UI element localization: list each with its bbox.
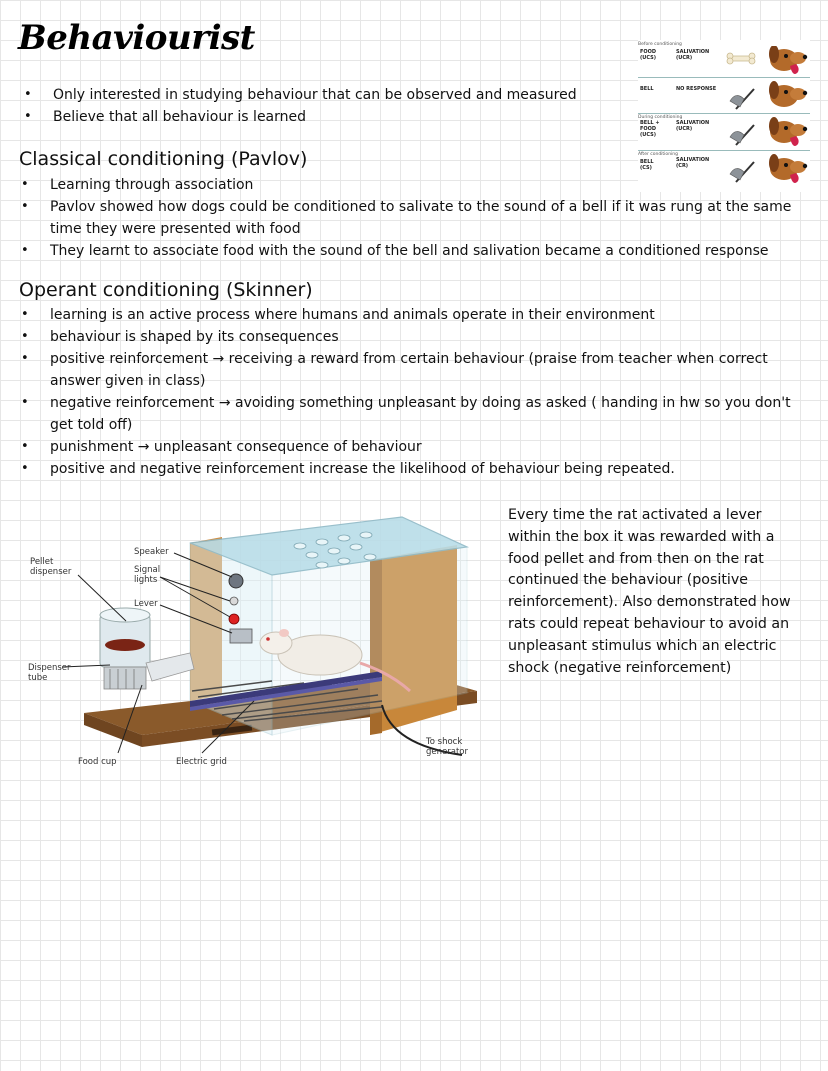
response-label: SALIVATION (UCR) xyxy=(676,49,710,61)
pavlov-row: During conditioning BELL + FOOD (UCS) SA… xyxy=(638,115,810,151)
list-item: learning is an active process where huma… xyxy=(21,304,815,326)
label-lever: Lever xyxy=(134,599,158,609)
bell-dog-salivating-icon xyxy=(729,154,808,183)
list-item: Only interested in studying behaviour th… xyxy=(24,84,643,106)
label-pellet-dispenser: Pellet dispenser xyxy=(30,557,72,577)
pavlov-diagram: Before conditioning FOOD (UCS) SALIVATIO… xyxy=(638,40,810,192)
classical-list: Learning through association Pavlov show… xyxy=(21,174,815,262)
classical-heading: Classical conditioning (Pavlov) xyxy=(19,148,308,170)
operant-heading: Operant conditioning (Skinner) xyxy=(19,279,313,301)
label-food-cup: Food cup xyxy=(78,757,117,767)
stage-label: After conditioning xyxy=(638,152,679,157)
bell-food-dog-icon xyxy=(729,117,808,146)
bell-dog-icon xyxy=(729,81,808,110)
stimulus-label: FOOD (UCS) xyxy=(640,49,657,61)
response-label: SALIVATION (CR) xyxy=(676,157,710,169)
list-item: They learnt to associate food with the s… xyxy=(21,240,815,262)
label-electric-grid: Electric grid xyxy=(176,757,227,767)
label-signal-lights: Signal lights xyxy=(134,565,161,585)
list-item: positive reinforcement → receiving a rew… xyxy=(21,348,815,392)
skinner-description: Every time the rat activated a lever wit… xyxy=(508,507,791,676)
pavlov-row: Before conditioning FOOD (UCS) SALIVATIO… xyxy=(638,42,810,78)
operant-list: learning is an active process where huma… xyxy=(21,304,815,480)
stimulus-label: BELL (CS) xyxy=(640,159,654,171)
response-label: SALIVATION (UCR) xyxy=(676,120,710,132)
skinner-box-illustration: Pellet dispenser Speaker Signal lights L… xyxy=(22,505,482,780)
pavlov-row: After conditioning BELL (CS) SALIVATION … xyxy=(638,152,810,188)
pavlov-row: BELL NO RESPONSE xyxy=(638,80,810,116)
list-item: positive and negative reinforcement incr… xyxy=(21,458,815,480)
list-item: behaviour is shaped by its consequences xyxy=(21,326,815,348)
stage-label: Before conditioning xyxy=(638,42,682,47)
label-dispenser-tube: Dispenser tube xyxy=(28,663,71,683)
list-item: Learning through association xyxy=(21,174,815,196)
page-title: Behaviourist xyxy=(18,18,255,58)
response-label: NO RESPONSE xyxy=(676,86,717,92)
stage-label: During conditioning xyxy=(638,115,683,120)
list-item: punishment → unpleasant consequence of b… xyxy=(21,436,815,458)
list-item: Pavlov showed how dogs could be conditio… xyxy=(21,196,815,240)
label-speaker: Speaker xyxy=(134,547,169,557)
intro-list: Only interested in studying behaviour th… xyxy=(24,84,643,128)
label-to-shock-generator: To shock generator xyxy=(426,737,468,757)
bone-dog-icon xyxy=(726,46,808,74)
rat xyxy=(259,629,412,693)
list-item: negative reinforcement → avoiding someth… xyxy=(21,392,815,436)
stimulus-label: BELL xyxy=(640,86,654,92)
stimulus-label: BELL + FOOD (UCS) xyxy=(640,120,660,138)
list-item: Believe that all behaviour is learned xyxy=(24,106,643,128)
skinner-box-diagram xyxy=(61,516,477,756)
